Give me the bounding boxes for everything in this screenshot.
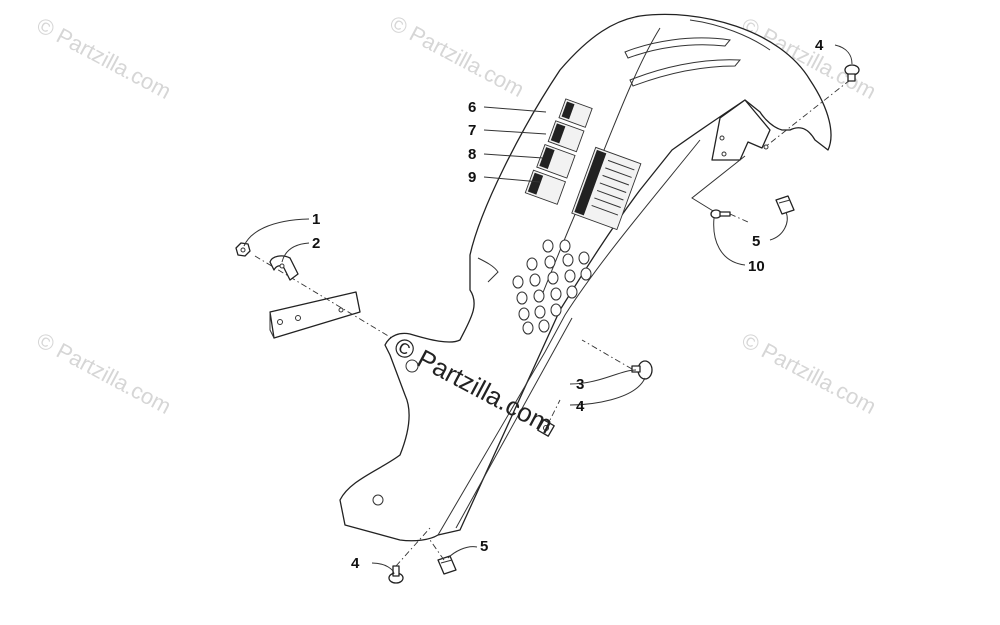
watermark-top-left: © Partzilla.com	[33, 12, 176, 104]
watermark-bottom-left: © Partzilla.com	[33, 327, 176, 419]
fender-hole	[542, 239, 554, 253]
callout-2: 2	[312, 235, 320, 252]
fender-hole	[564, 269, 576, 283]
fender-hole	[518, 307, 530, 321]
watermark-top-center: © Partzilla.com	[386, 10, 529, 102]
callout-5-bottom: 5	[480, 538, 488, 555]
clamp-part-2	[269, 255, 299, 281]
callout-3: 3	[576, 376, 584, 393]
leader-lines	[243, 44, 853, 575]
watermark-bottom-right: © Partzilla.com	[738, 327, 881, 419]
callout-4-bottom: 4	[351, 555, 360, 572]
callout-9: 9	[468, 169, 476, 186]
rear-fender	[339, 13, 832, 542]
fender-hole	[547, 271, 559, 285]
fender-hole	[516, 291, 528, 305]
callout-8: 8	[468, 146, 476, 163]
fender-hole	[562, 253, 574, 267]
fender-hole	[526, 257, 538, 271]
callouts: 1 2 3 4 4 4 5 5 6 7 8 9 10	[312, 37, 824, 572]
hole-pattern	[512, 239, 592, 335]
fender-hole	[550, 303, 562, 317]
fender-hole	[559, 239, 571, 253]
hardware	[235, 64, 860, 584]
nut-part-1	[235, 242, 251, 257]
frame-bracket	[254, 255, 396, 341]
side-flap	[691, 79, 851, 215]
fender-hole	[512, 275, 524, 289]
callout-7: 7	[468, 122, 476, 139]
fender-hole	[578, 251, 590, 265]
fender-hole	[534, 305, 546, 319]
fender-hole	[566, 285, 578, 299]
rivet-part-4-top	[844, 64, 860, 82]
fender-hole	[544, 255, 556, 269]
callout-4-top: 4	[815, 37, 824, 54]
fender-hole	[550, 287, 562, 301]
rivet-part-4-center	[581, 339, 653, 380]
fender-hole	[580, 267, 592, 281]
warning-labels	[524, 98, 642, 231]
callout-6: 6	[468, 99, 476, 116]
label-decal-large	[571, 146, 642, 231]
callout-5-right: 5	[752, 233, 760, 250]
fender-hole	[522, 321, 534, 335]
fender-hole	[529, 273, 541, 287]
clip-part-5-bottom	[429, 539, 457, 575]
callout-1: 1	[312, 211, 320, 228]
bolt-part-3	[537, 399, 561, 437]
clip-part-5-right	[775, 195, 795, 215]
callout-4-center: 4	[576, 398, 585, 415]
rivet-part-4-bottom	[388, 527, 431, 584]
fender-hole	[533, 289, 545, 303]
callout-10: 10	[748, 258, 765, 275]
pin-part-10	[710, 209, 749, 223]
fender-hole	[538, 319, 550, 333]
